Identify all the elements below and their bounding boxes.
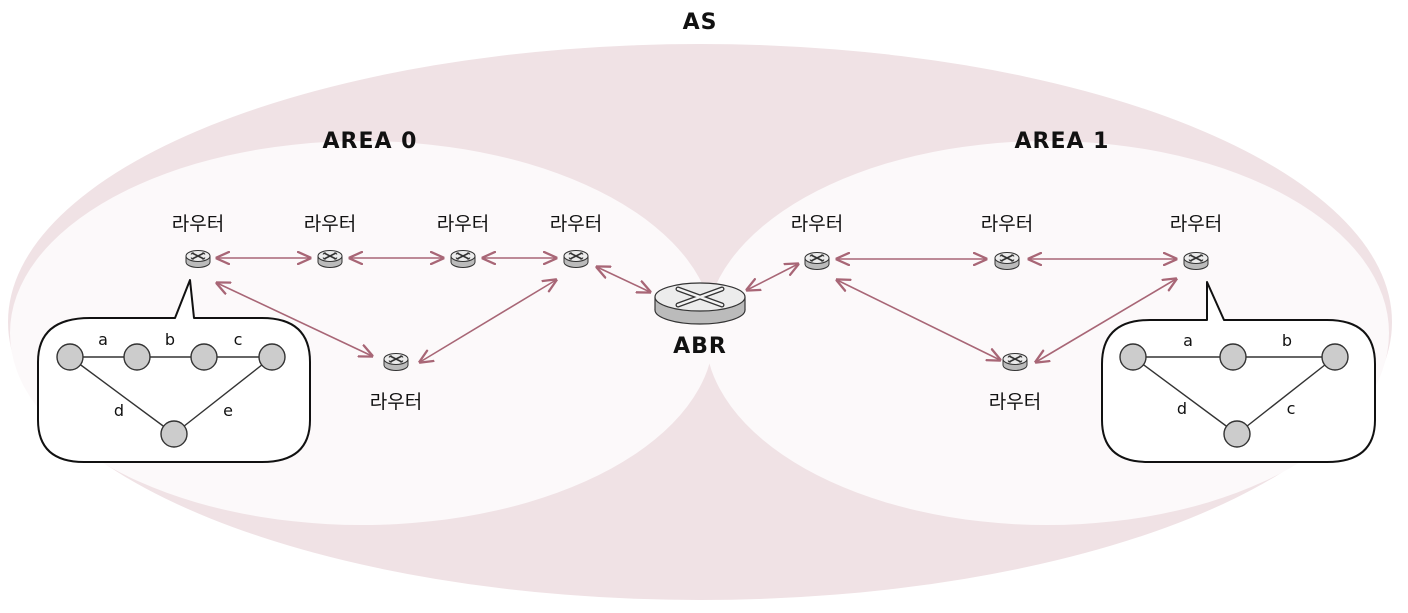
graph-node <box>123 343 151 371</box>
graph-node <box>56 343 84 371</box>
edge-label-c: c <box>234 330 243 349</box>
area1-router-2: 라우터 <box>981 213 1033 271</box>
area1-label: AREA 1 <box>1015 129 1110 154</box>
edge-label-c: c <box>1287 399 1296 418</box>
router-label: 라우터 <box>370 391 422 413</box>
router-label: 라우터 <box>981 213 1033 235</box>
area0-topology-bubble: a b c d e <box>37 279 311 463</box>
graph-node <box>1321 343 1349 371</box>
router-icon <box>450 249 476 269</box>
link-a1r4-a1r3 <box>1036 279 1176 362</box>
graph-node <box>1119 343 1147 371</box>
edge-label-d: d <box>1177 399 1187 418</box>
area0-label: AREA 0 <box>323 129 418 154</box>
router-icon <box>383 352 409 372</box>
edge-label-a: a <box>1183 331 1193 350</box>
router-label: 라우터 <box>172 213 224 235</box>
router-icon <box>994 251 1020 271</box>
router-label: 라우터 <box>550 213 602 235</box>
area1-router-1: 라우터 <box>791 213 843 271</box>
router-label: 라우터 <box>791 213 843 235</box>
router-label: 라우터 <box>1170 213 1222 235</box>
graph-node <box>1219 343 1247 371</box>
area1-topology-bubble: a b c d <box>1101 281 1376 463</box>
abr-router: ABR <box>654 282 746 359</box>
graph-node <box>1223 420 1251 448</box>
router-icon <box>1183 251 1209 271</box>
area0-router-2: 라우터 <box>304 213 356 269</box>
abr-label: ABR <box>673 334 727 359</box>
area0-router-1: 라우터 <box>172 213 224 269</box>
link-a0r4-abr <box>597 267 650 292</box>
graph-node <box>258 343 286 371</box>
graph-node <box>160 420 188 448</box>
abr-router-icon <box>654 282 746 325</box>
router-label: 라우터 <box>989 391 1041 413</box>
graph-node <box>190 343 218 371</box>
edge-label-a: a <box>98 330 108 349</box>
router-label: 라우터 <box>437 213 489 235</box>
router-icon <box>563 249 589 269</box>
link-a1r1-a1r4 <box>837 280 1000 360</box>
edge-label-b: b <box>165 330 175 349</box>
router-icon <box>185 249 211 269</box>
link-a0r1-a0r5 <box>217 283 372 356</box>
edge-label-e: e <box>223 401 233 420</box>
link-abr-a1r1 <box>747 264 798 290</box>
router-label: 라우터 <box>304 213 356 235</box>
area0-router-5: 라우터 <box>370 352 422 413</box>
edge-label-b: b <box>1282 331 1292 350</box>
area0-router-3: 라우터 <box>437 213 489 269</box>
area1-router-4: 라우터 <box>989 352 1041 413</box>
as-label: AS <box>683 10 718 35</box>
router-icon <box>317 249 343 269</box>
link-a0r5-a0r4 <box>420 280 556 362</box>
edge-label-d: d <box>114 401 124 420</box>
router-icon <box>804 251 830 271</box>
links <box>217 258 1176 362</box>
area0-router-4: 라우터 <box>550 213 602 269</box>
area1-router-3: 라우터 <box>1170 213 1222 271</box>
router-icon <box>1002 352 1028 372</box>
